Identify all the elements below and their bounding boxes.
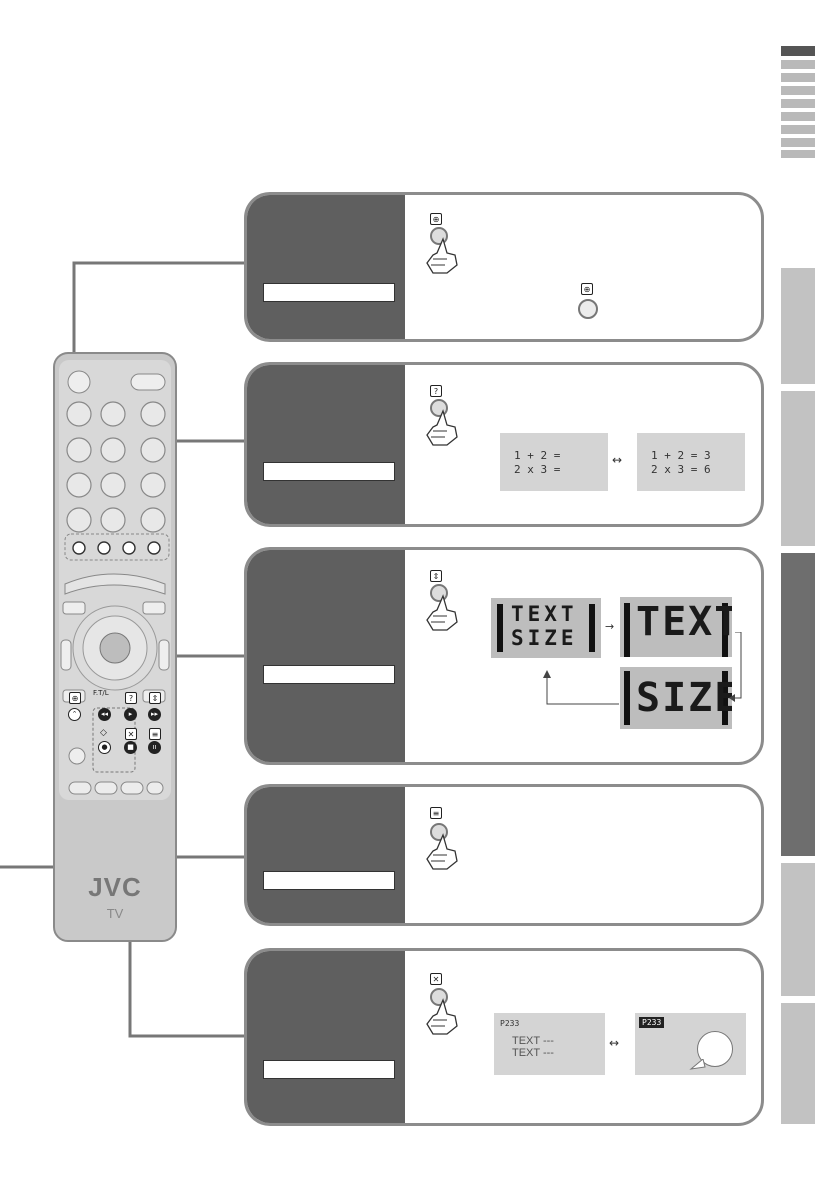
remote-pause-button[interactable]: ıı [148, 741, 161, 754]
panel-subpage: ⊕ ⊕ [244, 192, 764, 342]
hand-pointer-icon [426, 998, 458, 1035]
text-size-top-half: TEXT [620, 597, 732, 657]
hand-pointer-icon [426, 833, 458, 870]
size-icon: ⇕ [430, 570, 442, 582]
text-size-bottom-half: SIZE [620, 667, 732, 729]
screen-cancelled: P233 [635, 1013, 746, 1075]
subpage-icon-inline: ⊕ [581, 283, 593, 295]
word-size-large: SIZE [636, 675, 732, 721]
panel-reveal: ? 1 + 2 = 2 x 3 = ↔ 1 + 2 = 3 2 x 3 = 6 [244, 362, 764, 527]
panel-title-area [247, 787, 405, 923]
hold-icon: ≡ [430, 807, 442, 819]
stripe-6 [781, 112, 815, 121]
remote-up-button[interactable]: ⌃ [68, 708, 81, 721]
screen-normal: P233 TEXT --- TEXT --- [494, 1013, 605, 1075]
tv-picture-bubble [697, 1031, 733, 1067]
stripe-8 [781, 138, 815, 147]
brand-logo: JVC [88, 872, 142, 902]
size-icon: ⇕ [149, 692, 161, 704]
bubble-tail [689, 1059, 706, 1070]
swap-arrow-icon: ↔ [609, 1036, 620, 1050]
remote-control: ⊕ ⌃ F.T/L ◂◂ ? ▸ ⇕ ▸▸ ◇ ● ✕ ■ ≡ ıı JVC T… [53, 352, 177, 942]
hand-pointer-icon [426, 594, 458, 631]
swap-arrow-icon: ↔ [612, 453, 623, 467]
panel-title-area [247, 365, 405, 524]
page-number: P233 [500, 1019, 520, 1028]
stripe-4 [781, 86, 815, 95]
side-tab-1[interactable] [781, 268, 815, 384]
ftl-label: F.T/L [93, 689, 109, 697]
side-tab-5[interactable] [781, 1003, 815, 1124]
index-icon: ≡ [149, 728, 161, 740]
panel-label-box [263, 871, 395, 890]
cancel-icon: ✕ [430, 973, 442, 985]
remote-rew-button[interactable]: ◂◂ [98, 708, 111, 721]
side-tab-3-active[interactable] [781, 553, 815, 856]
remote-stop-button[interactable]: ■ [124, 741, 137, 754]
subpage-icon: ⊕ [430, 213, 442, 225]
stripe-2 [781, 60, 815, 69]
record-icon: ◇ [100, 728, 107, 738]
text-size-normal: TEXT SIZE [491, 598, 601, 658]
page-number-highlight: P233 [639, 1017, 665, 1028]
hand-pointer-icon [426, 409, 458, 446]
screen-lines: TEXT --- TEXT --- [512, 1035, 554, 1059]
stripe-5 [781, 99, 815, 108]
word-size: SIZE [511, 626, 578, 650]
screen-revealed: 1 + 2 = 3 2 x 3 = 6 [637, 433, 745, 491]
arrow-right-icon: → [605, 620, 615, 633]
panel-label-box [263, 665, 395, 684]
remote-rec-button[interactable]: ● [98, 741, 111, 754]
panel-label-box [263, 1060, 395, 1079]
stripe-9 [781, 150, 815, 158]
subpage-icon: ⊕ [69, 692, 81, 704]
model-label: TV [106, 906, 124, 921]
remote-ff-button[interactable]: ▸▸ [148, 708, 161, 721]
word-text: TEXT [511, 602, 578, 626]
cancel-icon: ✕ [125, 728, 137, 740]
stripe-1 [781, 46, 815, 56]
cycle-arrows [543, 632, 742, 705]
up-arrow-button-inline [578, 299, 598, 319]
reveal-icon: ? [430, 385, 442, 397]
panel-hold: ≡ [244, 784, 764, 926]
remote-play-button[interactable]: ▸ [124, 708, 137, 721]
panel-label-box [263, 462, 395, 481]
panel-cancel: ✕ P233 TEXT --- TEXT --- ↔ P233 [244, 948, 764, 1126]
panel-title-area [247, 195, 405, 339]
panel-title-area [247, 951, 405, 1123]
hand-pointer-icon [426, 237, 458, 274]
side-tab-2[interactable] [781, 391, 815, 546]
panel-label-box [263, 283, 395, 302]
reveal-icon: ? [125, 692, 137, 704]
side-tab-4[interactable] [781, 863, 815, 996]
stripe-7 [781, 125, 815, 134]
remote-body [53, 352, 177, 942]
stripe-3 [781, 73, 815, 82]
word-text-large: TEXT [636, 599, 732, 645]
panel-size: ⇕ TEXT SIZE → TEXT SIZE [244, 547, 764, 765]
screen-hidden: 1 + 2 = 2 x 3 = [500, 433, 608, 491]
panel-title-area [247, 550, 405, 762]
